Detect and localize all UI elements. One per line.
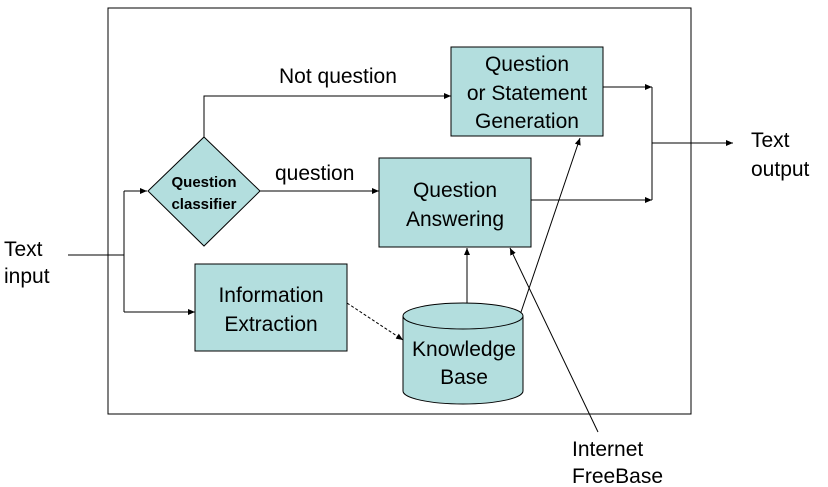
classifier-label-line-1: Question [171, 174, 236, 191]
knowledge-base-cylinder: Knowledge Base [402, 302, 524, 405]
generation-label-line-2: or Statement [467, 82, 587, 105]
text-output-label-line-2: output [751, 158, 810, 181]
knowledge-base-label-line-2: Base [440, 366, 488, 389]
text-input-label-line-1: Text [4, 238, 43, 261]
text-output-label-line-1: Text [751, 129, 790, 152]
extraction-label-line-1: Information [218, 284, 323, 307]
edge-label-question: question [275, 162, 354, 185]
text-input-label-line-2: input [4, 265, 50, 288]
generation-label-line-1: Question [485, 53, 569, 76]
question-classifier-diamond: Question classifier [147, 136, 261, 247]
answering-label-line-2: Answering [406, 208, 504, 231]
generation-label-line-3: Generation [475, 110, 579, 133]
question-statement-generation-box: Question or Statement Generation [450, 46, 604, 137]
extraction-label-line-2: Extraction [224, 313, 317, 336]
information-extraction-box: Information Extraction [194, 263, 348, 352]
arrow-not-question [203, 93, 451, 137]
question-answering-box: Question Answering [378, 157, 532, 248]
knowledge-base-label-line-1: Knowledge [412, 338, 516, 361]
arrow-internet-to-answering [509, 247, 599, 433]
classifier-label-line-2: classifier [171, 196, 236, 213]
answering-label-line-1: Question [413, 179, 497, 202]
internet-label-line-1: Internet [572, 438, 643, 461]
arrow-extraction-to-knowledge-base [346, 302, 404, 341]
internet-label-line-2: FreeBase [572, 465, 663, 487]
system-boundary-frame [107, 7, 692, 415]
edge-label-not-question: Not question [279, 65, 397, 88]
